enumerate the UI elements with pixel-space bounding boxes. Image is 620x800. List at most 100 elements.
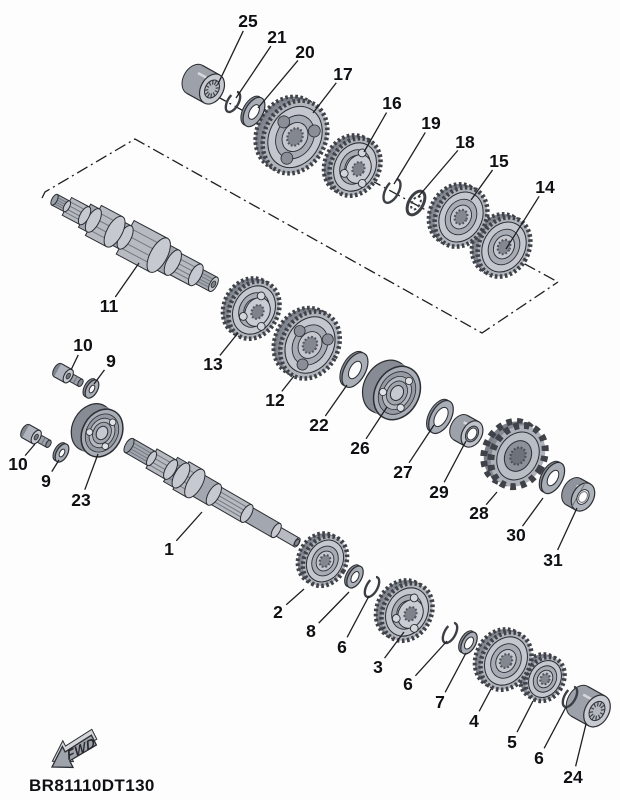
- leader-22: [324, 384, 348, 417]
- part-16-dog-gear: [321, 133, 383, 198]
- part-25-needle-bearing: [181, 63, 226, 105]
- part-13-dog-gear: [220, 276, 282, 341]
- part-21-circlip: [224, 90, 242, 114]
- leader-26: [365, 406, 388, 440]
- leader-23: [84, 453, 99, 490]
- parts-layer: [20, 63, 611, 728]
- part-9b-washer: [52, 442, 70, 463]
- part-4-gear: [472, 627, 534, 692]
- leader-10a: [70, 354, 79, 371]
- part-26-bearing: [361, 359, 422, 421]
- part-label-6a: 6: [337, 637, 347, 657]
- part-label-16: 16: [382, 93, 402, 113]
- leader-7: [444, 652, 467, 693]
- fwd-arrow-face: [50, 734, 98, 769]
- part-label-3: 3: [373, 657, 383, 677]
- part-label-5: 5: [507, 732, 517, 752]
- part-24-needle-bearing: [565, 684, 611, 728]
- part-28-sprocket: [480, 418, 549, 491]
- part-label-22: 22: [309, 415, 329, 435]
- leader-19: [393, 132, 426, 185]
- leader-20: [257, 60, 299, 109]
- leader-25: [217, 30, 244, 85]
- part-12-gear: [271, 305, 343, 381]
- part-label-26: 26: [350, 438, 370, 458]
- part-label-9a: 9: [106, 351, 116, 371]
- leader-12: [281, 375, 295, 392]
- part-17-gear: [253, 94, 330, 176]
- part-label-21: 21: [267, 27, 287, 47]
- part-label-8: 8: [306, 621, 316, 641]
- part-20-washer: [240, 95, 266, 128]
- part-10b-bolt: [20, 423, 52, 448]
- part-22-washer: [339, 350, 369, 388]
- part-label-9b: 9: [41, 471, 51, 491]
- part-label-23: 23: [71, 490, 91, 510]
- part-5-gear: [518, 652, 567, 704]
- part-14-gear: [469, 212, 533, 279]
- assembly-border-lines: [41, 138, 559, 334]
- leader-1: [175, 511, 203, 542]
- part-label-10b: 10: [8, 454, 28, 474]
- part-label-6c: 6: [534, 748, 544, 768]
- part-6a-circlip: [363, 575, 381, 599]
- part-label-25: 25: [238, 11, 258, 31]
- part-19-circlip: [382, 178, 402, 204]
- part-6b-circlip: [441, 621, 459, 645]
- callout-labels: 2521201716191815141113122226272928303110…: [8, 11, 583, 787]
- part-27-washer: [426, 398, 454, 435]
- part-23-bearing: [70, 403, 124, 458]
- part-label-28: 28: [469, 503, 489, 523]
- border-dash-line: [41, 138, 559, 334]
- leader-9b: [51, 459, 60, 472]
- part-2-gear: [295, 531, 350, 589]
- leader-21: [235, 45, 272, 99]
- leader-30: [521, 497, 544, 527]
- part-label-29: 29: [429, 482, 449, 502]
- part-label-10a: 10: [73, 335, 93, 355]
- leader-11: [114, 262, 140, 298]
- part-label-30: 30: [506, 525, 526, 545]
- leader-lines: [24, 30, 587, 767]
- leader-6b: [414, 640, 448, 677]
- leader-16: [363, 112, 388, 153]
- part-label-1: 1: [164, 539, 174, 559]
- part-label-17: 17: [333, 64, 352, 84]
- part-31-nut: [561, 477, 596, 512]
- part-label-12: 12: [265, 390, 285, 410]
- part-15-gear: [426, 182, 490, 249]
- part-11-shaft: [50, 193, 219, 293]
- leader-6a: [346, 595, 370, 638]
- part-30-washer: [538, 460, 566, 495]
- leader-14: [505, 195, 540, 250]
- leader-5: [516, 700, 534, 733]
- part-label-24: 24: [563, 767, 583, 787]
- leader-15: [470, 169, 494, 201]
- part-6c-circlip: [561, 685, 579, 709]
- part-label-4: 4: [469, 711, 479, 731]
- diagram-code: BR81110DT130: [29, 776, 155, 795]
- part-29-collar: [449, 414, 484, 448]
- part-label-19: 19: [421, 113, 441, 133]
- leader-8: [318, 591, 350, 624]
- leader-3: [384, 631, 405, 659]
- part-label-7: 7: [435, 692, 445, 712]
- leader-6c: [543, 706, 567, 749]
- part-label-27: 27: [393, 462, 412, 482]
- leader-27: [408, 424, 435, 464]
- part-label-11: 11: [100, 296, 119, 316]
- part-label-15: 15: [489, 151, 509, 171]
- part-label-18: 18: [455, 132, 475, 152]
- part-10a-bolt: [52, 362, 84, 387]
- fwd-arrow: FWD: [50, 728, 98, 769]
- leader-18: [417, 149, 459, 198]
- part-3-dog-gear: [373, 578, 435, 643]
- leader-24: [574, 723, 587, 767]
- leader-31: [557, 507, 578, 551]
- part-8-washer: [344, 564, 364, 589]
- leader-4: [478, 688, 492, 712]
- part-18-splined-washer: [405, 189, 427, 217]
- leader-28: [485, 491, 498, 506]
